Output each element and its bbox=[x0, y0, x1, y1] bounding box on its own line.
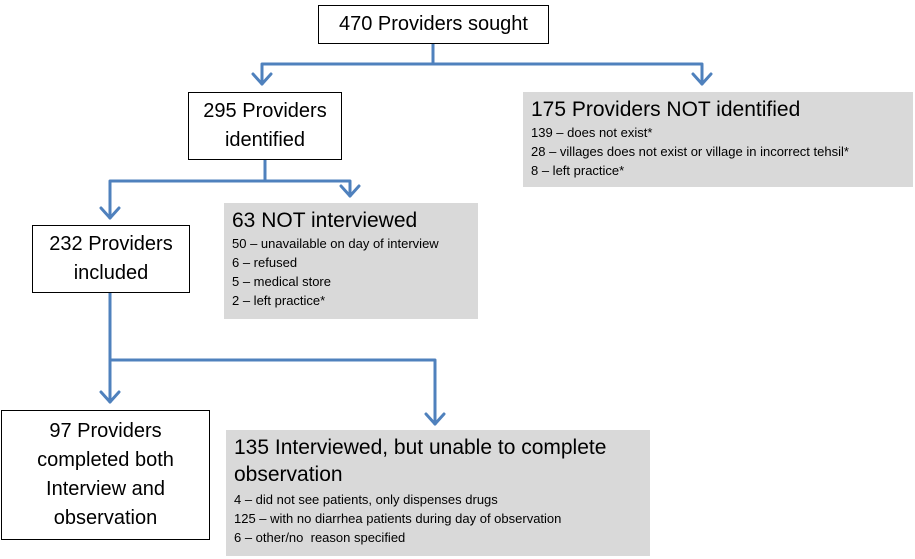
identified-line-1: 295 Providers bbox=[203, 100, 327, 122]
providers-identified-box: 295 Providers identified bbox=[188, 92, 342, 160]
not-interviewed-title: 63 NOT interviewed bbox=[232, 209, 418, 232]
unable-title-line-2: observation bbox=[234, 463, 343, 486]
not-interviewed-item: 50 – unavailable on day of interview bbox=[232, 236, 439, 251]
providers-included-box: 232 Providers included bbox=[32, 225, 190, 293]
not-identified-item: 8 – left practice* bbox=[531, 163, 625, 178]
not-interviewed-item: 6 – refused bbox=[232, 255, 298, 270]
not-identified-box: 175 Providers NOT identified 139 – does … bbox=[523, 92, 913, 187]
unable-item: 6 – other/no reason specified bbox=[234, 530, 406, 545]
completed-line-2: completed both bbox=[37, 449, 174, 471]
unable-item: 125 – with no diarrhea patients during d… bbox=[234, 511, 562, 526]
not-identified-title: 175 Providers NOT identified bbox=[531, 98, 801, 121]
not-interviewed-item: 5 – medical store bbox=[232, 274, 331, 289]
completed-line-1: 97 Providers bbox=[49, 420, 162, 442]
included-line-2: included bbox=[73, 262, 149, 284]
unable-title-line-1: 135 Interviewed, but unable to complete bbox=[234, 436, 607, 459]
providers-sought-label: 470 Providers sought bbox=[338, 13, 528, 35]
unable-item: 4 – did not see patients, only dispenses… bbox=[234, 492, 498, 507]
not-interviewed-box: 63 NOT interviewed 50 – unavailable on d… bbox=[224, 203, 478, 319]
providers-sought-box: 470 Providers sought bbox=[318, 5, 549, 44]
completed-box: 97 Providers completed both Interview an… bbox=[1, 410, 210, 540]
not-identified-item: 28 – villages does not exist or village … bbox=[531, 144, 849, 159]
included-line-1: 232 Providers bbox=[49, 233, 173, 255]
completed-line-3: Interview and bbox=[46, 478, 165, 500]
not-interviewed-item: 2 – left practice* bbox=[232, 293, 326, 308]
not-identified-item: 139 – does not exist* bbox=[531, 125, 653, 140]
unable-box: 135 Interviewed, but unable to complete … bbox=[226, 430, 650, 556]
completed-line-4: observation bbox=[53, 507, 158, 529]
identified-line-2: identified bbox=[224, 129, 306, 151]
